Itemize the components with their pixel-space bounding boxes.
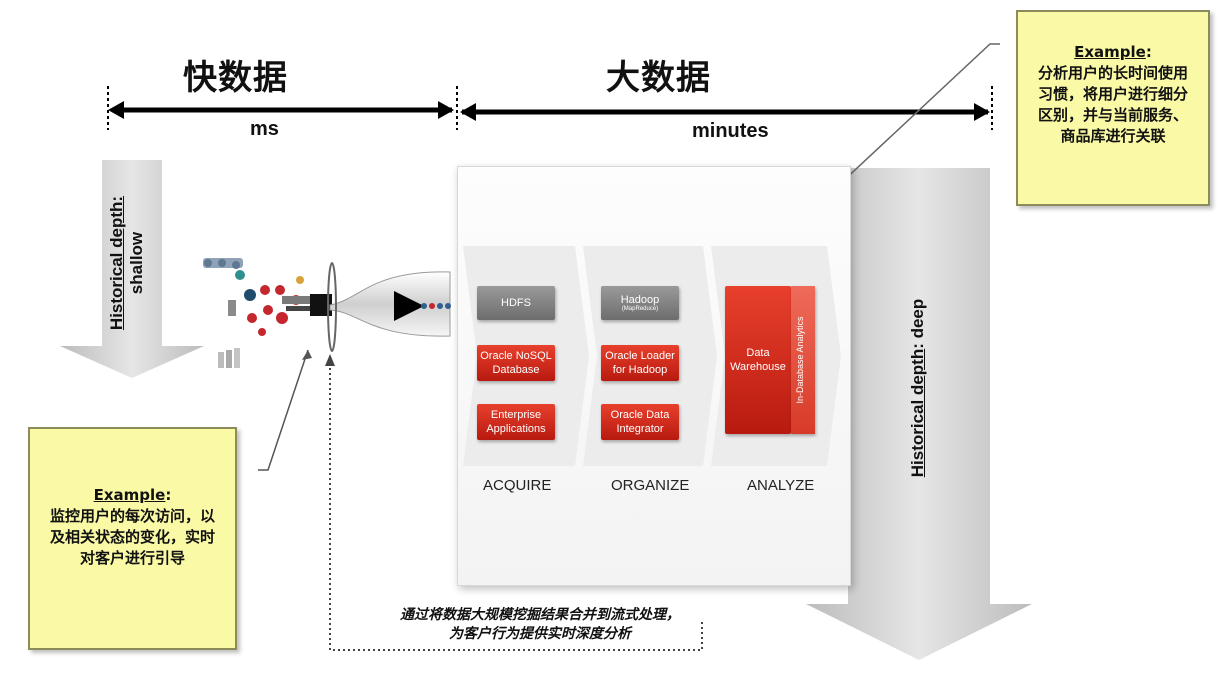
hadoop-sublabel: (MapReduce): [621, 306, 659, 312]
feedback-caption-line2: 为客户行为提供实时深度分析: [449, 626, 631, 642]
right-note-example-label: Example: [1074, 43, 1146, 61]
shallow-depth-label-line1: Historical depth:: [107, 195, 126, 331]
big-time-unit: minutes: [692, 120, 769, 142]
data-warehouse-box: Data Warehouse: [725, 286, 791, 434]
data-stream-particles: [203, 258, 332, 368]
oracle-nosql-box: Oracle NoSQL Database: [477, 345, 555, 381]
left-note-colon: :: [165, 486, 172, 504]
feedback-caption-line1: 通过将数据大规模挖掘结果合并到流式处理，: [400, 607, 680, 623]
right-note-text: 分析用户的长时间使用习惯，将用户进行细分区别，并与当前服务、商品库进行关联: [1037, 64, 1188, 145]
fast-time-unit: ms: [250, 118, 279, 140]
oracle-data-integrator-box: Oracle Data Integrator: [601, 404, 679, 440]
in-database-analytics-box: [791, 286, 815, 434]
big-data-heading: 大数据: [606, 58, 711, 98]
hadoop-label: Hadoop: [620, 294, 660, 306]
deep-depth-label-prefix: Historical depth: [908, 348, 927, 478]
hadoop-box: Hadoop (MapReduce): [601, 286, 679, 320]
left-note-pointer: [258, 349, 309, 471]
shallow-depth-arrow: [60, 160, 204, 378]
in-database-analytics-label: In-Database Analytics: [795, 316, 805, 404]
right-example-note: Example: 分析用户的长时间使用习惯，将用户进行细分区别，并与当前服务、商…: [1016, 10, 1210, 206]
left-example-note: Example: 监控用户的每次访问，以及相关状态的变化，实时对客户进行引导: [28, 427, 237, 650]
hdfs-box: HDFS: [477, 286, 555, 320]
left-note-example-label: Example: [93, 486, 166, 504]
acquire-stage-label: ACQUIRE: [483, 477, 552, 494]
organize-stage-label: ORGANIZE: [611, 477, 690, 494]
data-warehouse-label: Data Warehouse: [730, 347, 786, 373]
oracle-loader-box: Oracle Loader for Hadoop: [601, 345, 679, 381]
right-note-colon: :: [1145, 43, 1152, 61]
hdfs-label: HDFS: [501, 297, 531, 309]
analyze-stage-label: ANALYZE: [747, 477, 815, 494]
fast-data-heading: 快数据: [183, 58, 288, 98]
enterprise-apps-box: Enterprise Applications: [477, 404, 555, 440]
oracle-loader-label: Oracle Loader for Hadoop: [605, 350, 675, 376]
feedback-dotted-path: [329, 360, 703, 651]
enterprise-apps-label: Enterprise Applications: [486, 409, 546, 435]
deep-depth-label-suffix: : deep: [908, 298, 927, 349]
stream-funnel: [327, 262, 451, 352]
feedback-caption: 通过将数据大规模挖掘结果合并到流式处理， 为客户行为提供实时深度分析: [350, 606, 730, 644]
timeline: [107, 86, 993, 130]
deep-depth-label: Historical depth: deep: [908, 288, 932, 488]
oracle-nosql-label: Oracle NoSQL Database: [480, 350, 552, 376]
shallow-depth-label: Historical depth: shallow: [107, 183, 151, 343]
shallow-depth-label-line2: shallow: [127, 231, 146, 295]
left-note-text: 监控用户的每次访问，以及相关状态的变化，实时对客户进行引导: [49, 507, 215, 567]
deep-depth-arrow: [806, 168, 1032, 660]
oracle-data-integrator-label: Oracle Data Integrator: [610, 409, 670, 435]
